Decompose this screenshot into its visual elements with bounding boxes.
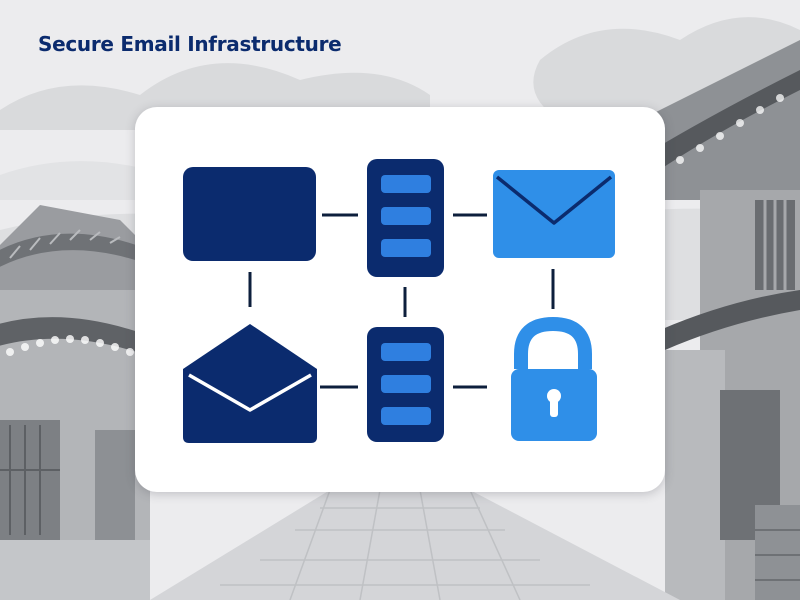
page-title: Secure Email Infrastructure — [38, 32, 342, 56]
server-icon — [367, 159, 444, 277]
infrastructure-diagram-card — [135, 107, 665, 492]
padlock-icon — [511, 316, 597, 441]
server-icon — [367, 327, 444, 442]
infrastructure-diagram — [183, 159, 615, 443]
window-icon — [183, 167, 316, 261]
envelope-open-icon — [183, 324, 317, 443]
envelope-closed-icon — [493, 170, 615, 258]
connector-lines — [248, 213, 555, 389]
